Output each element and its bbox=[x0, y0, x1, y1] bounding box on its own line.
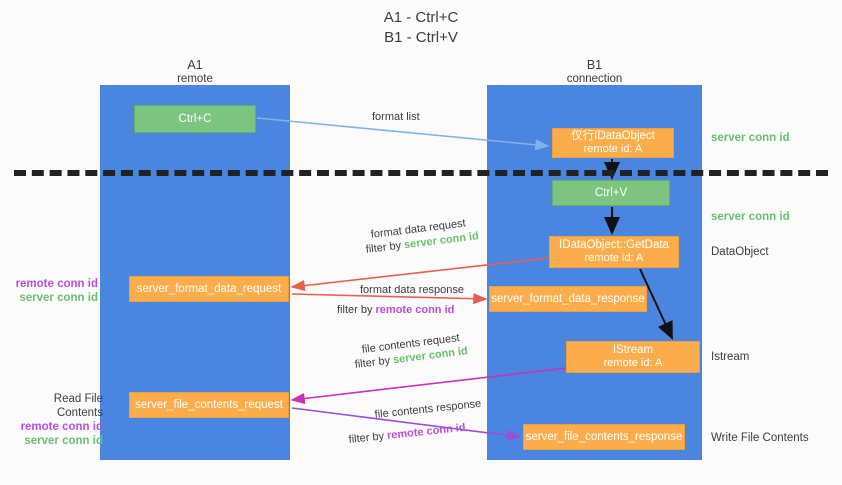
node-server-format-data-request[interactable]: server_format_data_request bbox=[129, 276, 289, 302]
filter-value-remote-conn-id: remote conn id bbox=[386, 421, 467, 442]
label-server-conn-id-second: server conn id bbox=[711, 211, 790, 223]
node-data-object[interactable]: 仅行IDataObject remote id: A bbox=[552, 128, 674, 158]
node-server-format-data-response-label: server_format_data_response bbox=[491, 292, 645, 305]
label-istream: Istream bbox=[711, 351, 750, 363]
node-server-file-contents-response[interactable]: server_file_contents_response bbox=[523, 424, 685, 450]
label-read-file-contents: Read File Contents bbox=[53, 393, 103, 419]
node-data-object-sub: remote id: A bbox=[583, 143, 643, 155]
node-server-file-contents-request-label: server_file_contents_request bbox=[135, 398, 283, 411]
lane-header-a1-sub: remote bbox=[177, 73, 213, 85]
node-ctrl-c[interactable]: Ctrl+C bbox=[134, 105, 256, 133]
node-server-file-contents-request[interactable]: server_file_contents_request bbox=[129, 392, 289, 418]
filter-value-remote-conn-id: remote conn id bbox=[375, 304, 455, 316]
lane-header-b1: B1 connection bbox=[487, 58, 702, 86]
node-data-object-label: 仅行IDataObject bbox=[571, 130, 655, 142]
node-ctrl-v[interactable]: Ctrl+V bbox=[552, 180, 670, 206]
lane-header-b1-name: B1 bbox=[586, 58, 603, 72]
lane-header-a1-name: A1 bbox=[187, 58, 203, 72]
title-line-2: B1 - Ctrl+V bbox=[384, 29, 458, 46]
edge-label-file-contents-response: file contents response bbox=[374, 397, 482, 421]
edge-label-file-contents-response-filter: filter by remote conn id bbox=[348, 421, 466, 448]
label-server-conn-id-top: server conn id bbox=[711, 132, 790, 144]
label-remote-conn-id-middle: remote conn id bbox=[15, 278, 98, 290]
node-ctrl-v-label: Ctrl+V bbox=[594, 186, 628, 199]
page-title: A1 - Ctrl+C B1 - Ctrl+V bbox=[0, 8, 842, 48]
label-remote-conn-id-bottom: remote conn id bbox=[20, 421, 103, 433]
node-ctrl-c-label: Ctrl+C bbox=[178, 112, 212, 125]
node-istream-label: IStream bbox=[612, 344, 654, 356]
label-server-conn-id-bottom: server conn id bbox=[24, 435, 103, 447]
edge-label-format-data-response-filter: filter by remote conn id bbox=[337, 303, 454, 318]
edge-label-format-data-response: format data response bbox=[360, 284, 464, 296]
lane-header-b1-sub: connection bbox=[566, 73, 623, 85]
label-data-object: DataObject bbox=[711, 246, 769, 258]
node-istream-sub: remote id: A bbox=[603, 357, 663, 369]
node-istream[interactable]: IStream remote id: A bbox=[566, 341, 700, 373]
node-get-data-sub: remote id: A bbox=[584, 252, 644, 264]
lane-header-a1: A1 remote bbox=[100, 58, 290, 86]
node-server-format-data-response[interactable]: server_format_data_response bbox=[489, 286, 647, 312]
label-write-file-contents: Write File Contents bbox=[711, 432, 809, 444]
node-get-data-label: IDataObject::GetData bbox=[559, 239, 669, 251]
filter-prefix: filter by bbox=[365, 239, 405, 256]
label-left-conn-ids-middle: remote conn id server conn id bbox=[8, 277, 98, 305]
filter-prefix: filter by bbox=[348, 429, 388, 446]
label-server-conn-id-middle: server conn id bbox=[19, 292, 98, 304]
label-left-read-file-group: Read File Contents remote conn id server… bbox=[8, 392, 103, 448]
filter-prefix: filter by bbox=[354, 354, 394, 371]
phase-divider bbox=[14, 170, 828, 176]
edge-label-format-list: format list bbox=[372, 111, 420, 123]
filter-prefix: filter by bbox=[337, 304, 376, 316]
node-get-data[interactable]: IDataObject::GetData remote id: A bbox=[549, 236, 679, 268]
node-server-file-contents-response-label: server_file_contents_response bbox=[525, 430, 683, 443]
node-server-format-data-request-label: server_format_data_request bbox=[136, 282, 282, 295]
title-line-1: A1 - Ctrl+C bbox=[383, 9, 459, 26]
